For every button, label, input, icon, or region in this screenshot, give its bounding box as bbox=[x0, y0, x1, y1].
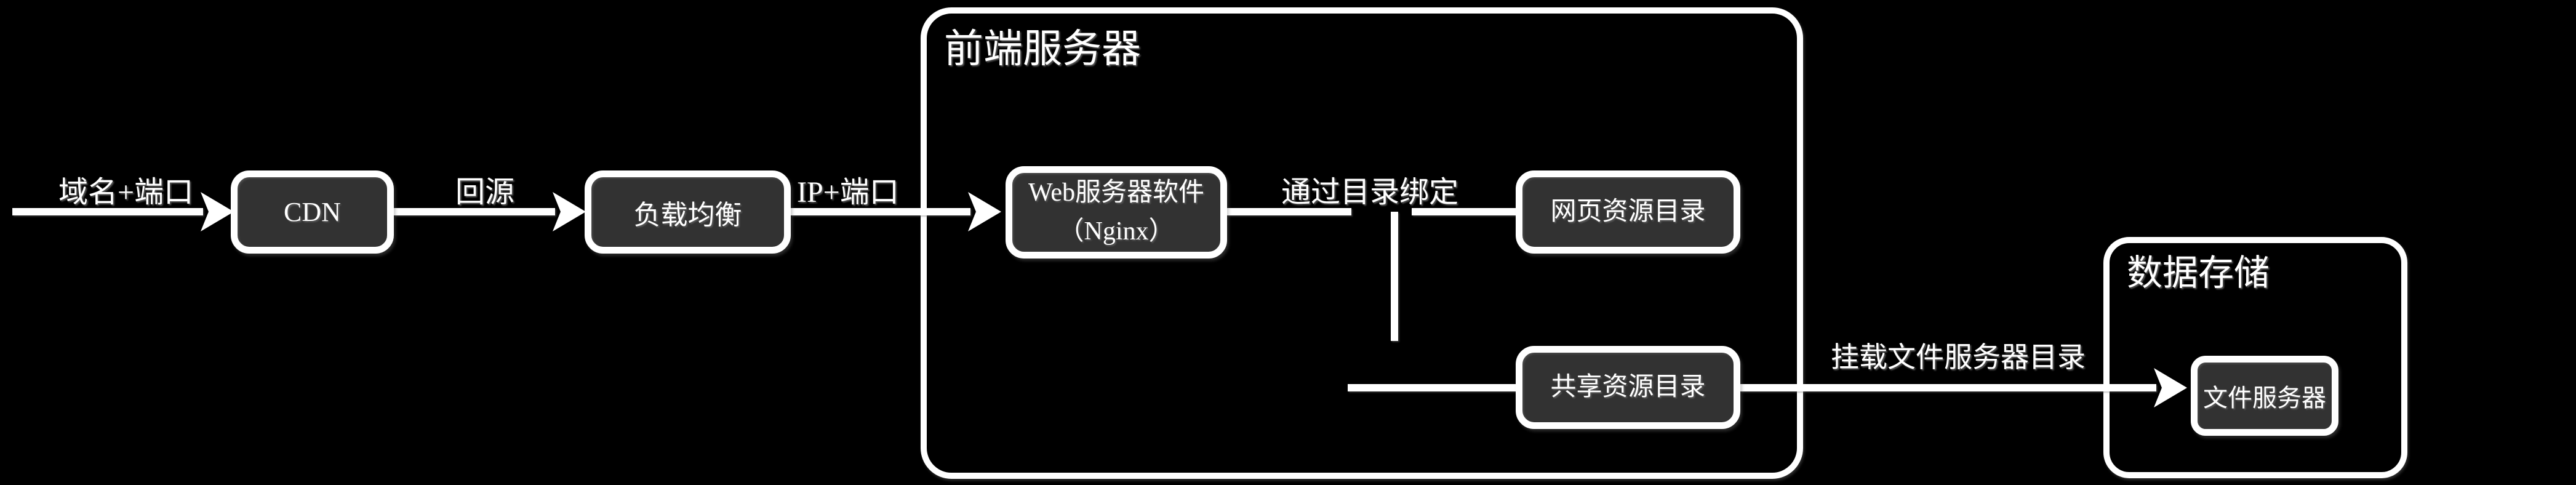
connector-start-to-cdn bbox=[12, 208, 203, 215]
connector-branch-to-web-dir bbox=[1412, 208, 1516, 215]
arrowhead-into-cdn bbox=[201, 192, 234, 231]
node-shared-resource-dir: 共享资源目录 bbox=[1516, 346, 1740, 429]
node-cdn: CDN bbox=[231, 170, 394, 254]
node-load-balancer-label: 负载均衡 bbox=[633, 199, 742, 230]
data-storage-container bbox=[2103, 237, 2407, 478]
connector-branch-vertical bbox=[1391, 212, 1398, 341]
node-nginx: Web服务器软件 （Nginx） bbox=[1006, 166, 1227, 259]
edge-label-bind-by-directory: 通过目录绑定 bbox=[1281, 176, 1459, 209]
arrowhead-into-loadbalancer bbox=[553, 192, 586, 231]
edge-label-ip-port: IP+端口 bbox=[797, 176, 899, 209]
connector-loadbalancer-to-nginx bbox=[791, 208, 970, 215]
node-shared-resource-dir-label: 共享资源目录 bbox=[1550, 373, 1706, 401]
connector-shared-dir-to-file-server bbox=[1740, 384, 2156, 391]
data-storage-title: 数据存储 bbox=[2127, 253, 2270, 293]
node-file-server-label: 文件服务器 bbox=[2203, 384, 2326, 412]
node-web-resource-dir-label: 网页资源目录 bbox=[1550, 198, 1706, 226]
connector-cdn-to-loadbalancer bbox=[394, 208, 555, 215]
edge-label-origin-pull: 回源 bbox=[455, 176, 515, 209]
front-server-container bbox=[921, 7, 1803, 479]
connector-branch-to-shared-dir bbox=[1348, 384, 1516, 391]
front-server-title: 前端服务器 bbox=[944, 27, 1141, 71]
node-web-resource-dir: 网页资源目录 bbox=[1516, 170, 1740, 254]
edge-label-mount-file-server-dir: 挂载文件服务器目录 bbox=[1831, 342, 2086, 373]
node-nginx-label-line2: （Nginx） bbox=[1058, 217, 1175, 246]
connector-nginx-branch-left bbox=[1227, 208, 1351, 215]
node-load-balancer: 负载均衡 bbox=[585, 170, 791, 254]
node-nginx-label-line1: Web服务器软件 bbox=[1028, 178, 1204, 207]
edge-label-domain-port: 域名+端口 bbox=[58, 176, 194, 209]
node-cdn-label: CDN bbox=[284, 197, 341, 227]
node-file-server: 文件服务器 bbox=[2191, 356, 2338, 436]
